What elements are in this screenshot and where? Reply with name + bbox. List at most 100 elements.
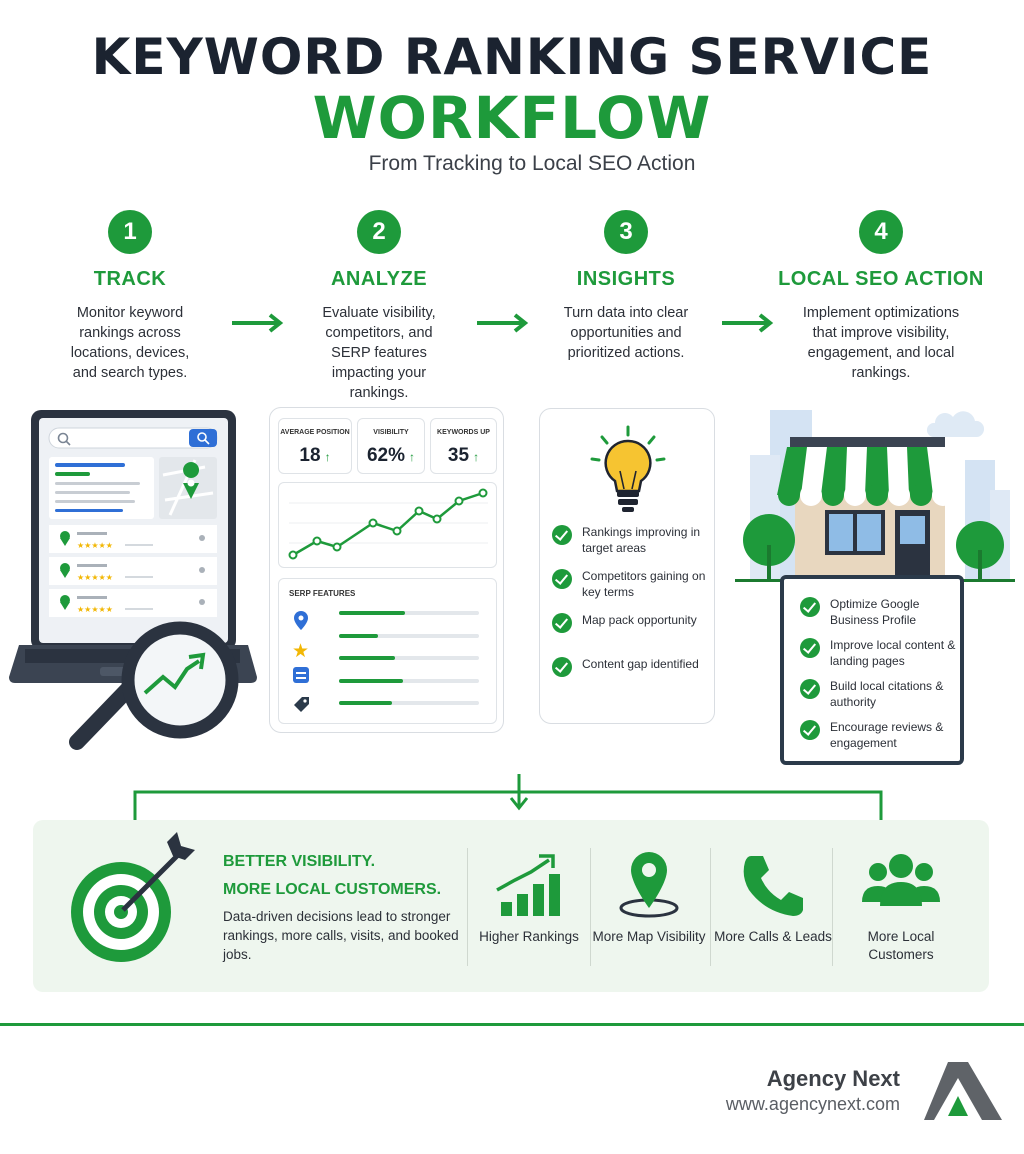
phone-icon [743,856,803,916]
metric-value: 62%↑ [366,445,416,466]
metric-label: VISIBILITY [373,429,409,436]
step-description: Evaluate visibility, competitors, and SE… [322,305,436,401]
step-number: 3 [604,210,648,254]
check-icon [800,638,820,658]
action-text: Encourage reviews & engagement [830,720,944,750]
step-analyze: 2 ANALYZE Evaluate visibility, competito… [259,210,499,403]
serp-feature-bar-fill [339,656,395,660]
serp-feature-bar [339,633,479,638]
metric-label: AVERAGE POSITION [280,429,350,436]
step-title: ANALYZE [330,268,428,290]
serp-feature-bar [339,656,479,660]
check-icon [552,569,572,589]
step-arrow-icon [477,313,529,333]
benefit-higher-rankings: Higher Rankings [469,850,589,946]
step-number: 2 [357,210,401,254]
serp-features-title: SERP FEATURES [289,589,356,598]
laptop-tracking-illustration: ★★★★★ ★★★★★ ★★★★★ [9,410,257,750]
workflow-connector-arrow-icon [133,774,883,820]
step-number: 4 [859,210,903,254]
lightbulb-icon [590,425,666,512]
serp-feature-bar-fill [339,611,405,615]
metric-label: KEYWORDS UP [437,429,490,436]
check-icon [552,525,572,545]
page-title: KEYWORD RANKING SERVICE [91,28,933,86]
trend-up-icon: ↑ [409,450,416,464]
action-text: Optimize Google Business Profile [830,597,920,627]
target-icon [71,832,195,962]
metric-card-average-position: AVERAGE POSITION 18↑ [278,418,352,474]
svg-text:★: ★ [292,640,309,662]
insight-text: Map pack opportunity [582,613,697,627]
footer-divider [0,1023,1024,1026]
divider [590,848,591,966]
analyze-dashboard-panel: AVERAGE POSITION 18↑ VISIBILITY 62%↑ KEY… [269,407,504,733]
insights-panel: Rankings improving in target areas Compe… [539,408,715,724]
serp-features-card: SERP FEATURES ★ [278,578,497,724]
svg-text:★★★★★: ★★★★★ [77,605,113,614]
benefit-label: Higher Rankings [479,929,579,944]
people-icon [862,854,940,906]
trend-up-icon: ↑ [324,450,331,464]
divider [467,848,468,966]
trend-line-icon [288,488,488,560]
serp-feature-bar [339,701,479,705]
benefit-map-visibility: More Map Visibility [589,850,709,946]
benefit-label: More Calls & Leads [714,929,832,944]
serp-feature-bar [339,611,479,615]
metric-card-visibility: VISIBILITY 62%↑ [357,418,425,474]
brand-url[interactable]: www.agencynext.com [725,1094,900,1114]
benefit-label: More Local Customers [867,929,935,962]
outcome-banner: BETTER VISIBILITY. MORE LOCAL CUSTOMERS.… [33,820,989,992]
serp-feature-bar-fill [339,701,393,705]
metric-value: 18↑ [299,445,331,466]
step-title: LOCAL SEO ACTION [778,268,984,290]
trend-up-icon: ↑ [473,450,480,464]
divider [710,848,711,966]
metric-card-keywords-up: KEYWORDS UP 35↑ [430,418,497,474]
step-insights: 3 INSIGHTS Turn data into clear opportun… [506,210,746,363]
bar-chart-icon [496,854,560,916]
svg-text:★★★★★: ★★★★★ [77,541,113,550]
local-seo-checklist-panel: Optimize Google Business Profile Improve… [780,575,964,765]
serp-feature-bars [339,611,479,724]
insight-text: Content gap identified [582,657,699,671]
check-icon [800,720,820,740]
insight-text: Rankings improving in target areas [582,525,701,555]
ranking-trend-chart [278,482,497,568]
check-icon [800,597,820,617]
svg-text:★★★★★: ★★★★★ [77,573,113,582]
step-track: 1 TRACK Monitor keyword rankings across … [10,210,250,383]
serp-feature-bar-fill [339,678,404,683]
step-local-seo-action: 4 LOCAL SEO ACTION Implement optimizatio… [761,210,1001,383]
step-title: TRACK [93,268,167,290]
step-description: Implement optimizations that improve vis… [802,305,960,381]
check-icon [552,613,572,633]
benefit-local-customers: More Local Customers [841,850,961,964]
page-subtitle: From Tracking to Local SEO Action [368,152,696,175]
step-arrow-icon [722,313,774,333]
brand-name: Agency Next [766,1066,900,1091]
check-icon [800,679,820,699]
step-arrow-icon [232,313,284,333]
step-description: Turn data into clear opportunities and p… [563,305,689,361]
step-title: INSIGHTS [576,268,676,290]
brand-block: Agency Next www.agencynext.com [726,1066,900,1115]
serp-feature-bar [339,678,479,683]
metric-value: 35↑ [447,445,480,466]
benefit-label: More Map Visibility [592,929,706,944]
step-number: 1 [108,210,152,254]
insight-text: Competitors gaining on key terms [582,569,706,599]
action-text: Build local citations & authority [830,679,944,709]
serp-feature-bar-fill [339,633,379,638]
storefront-illustration [735,410,1015,582]
action-text: Improve local content & landing pages [830,638,956,668]
benefit-calls-leads: More Calls & Leads [713,850,833,946]
brand-logo-icon [924,1062,1002,1120]
divider [832,848,833,966]
outcome-headline: BETTER VISIBILITY. MORE LOCAL CUSTOMERS. [223,853,442,898]
outcome-description: Data-driven decisions lead to stronger r… [223,909,459,962]
map-pin-icon [619,852,679,918]
check-icon [552,657,572,677]
serp-feature-icons: ★ [292,611,309,712]
